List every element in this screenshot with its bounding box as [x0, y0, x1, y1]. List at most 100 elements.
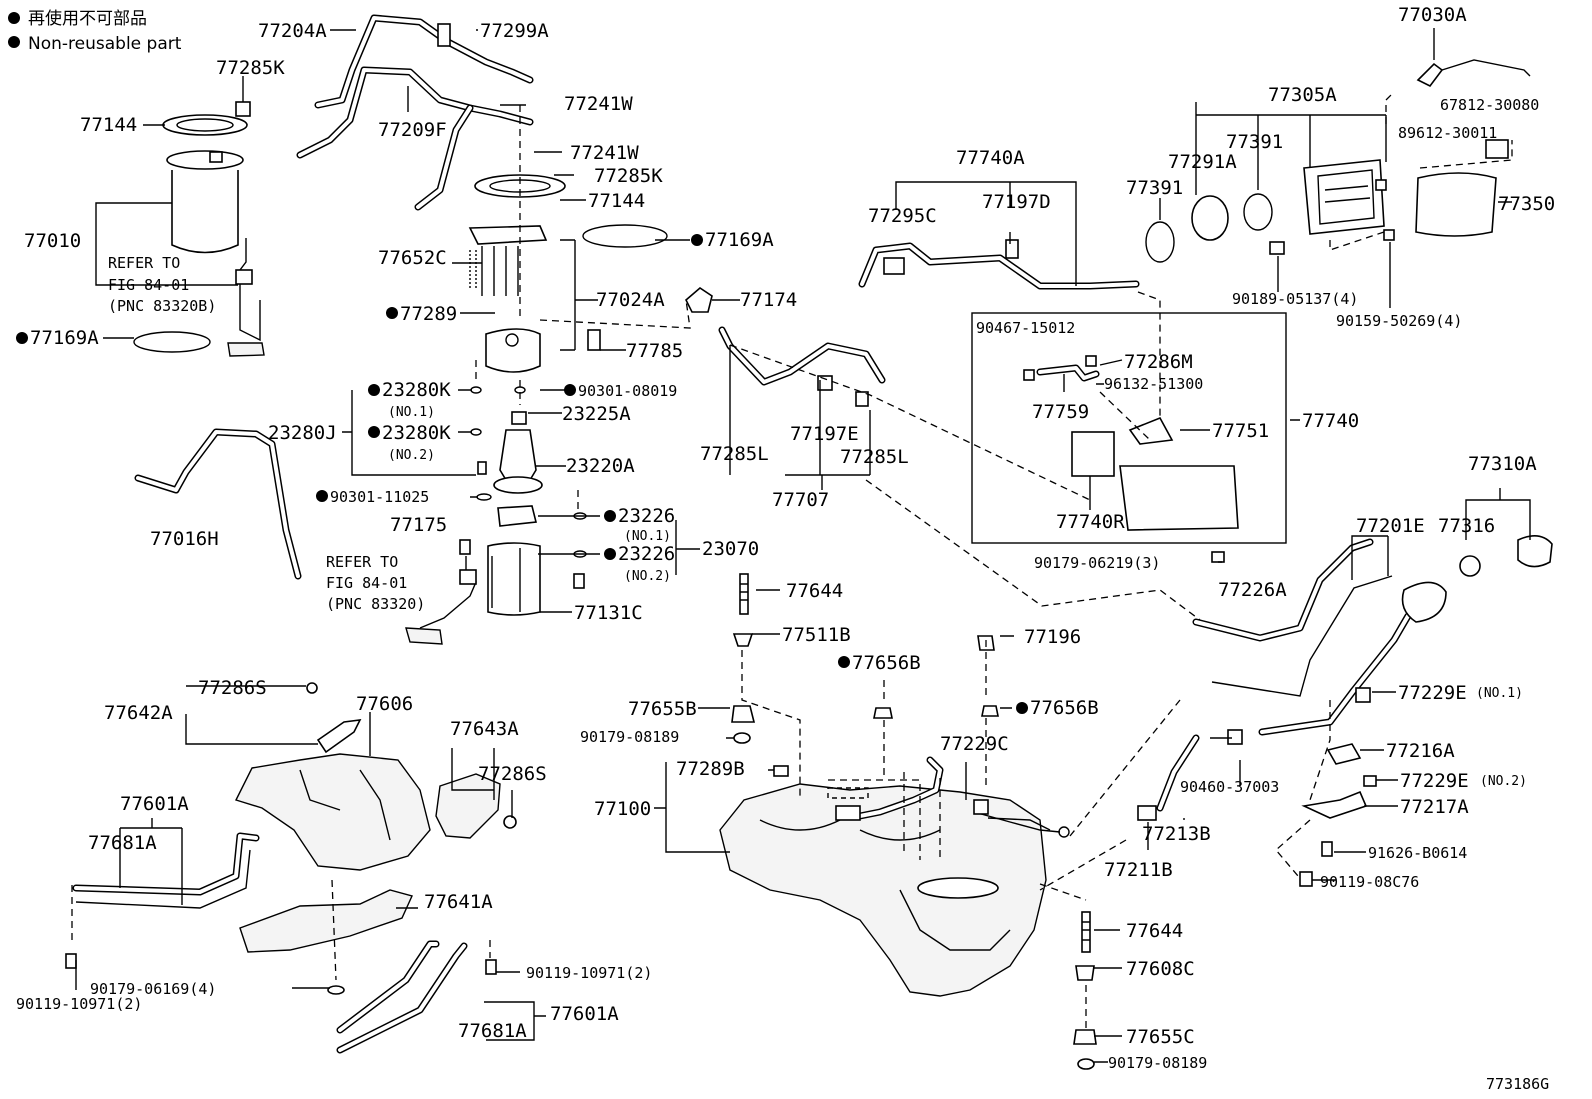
bracket-77217a-drawing [1301, 790, 1368, 819]
part-label-77606: 77606 [356, 693, 413, 715]
legend-en: Non-reusable part [28, 34, 182, 54]
evap-canister-group [718, 181, 1300, 621]
part-77175-drawing [497, 505, 537, 527]
sender-top-drawing [166, 150, 244, 170]
part-label-90119-10971: 90119-10971(2) [16, 995, 142, 1013]
fuel-tank-drawing [719, 783, 1047, 997]
tank-port-drawing [917, 877, 999, 899]
part-label-77204a: 77204A [258, 20, 327, 42]
part-note-no1-2: (NO.1) [624, 529, 671, 544]
non-reusable-dot-icon [838, 656, 850, 668]
part-label-77197e: 77197E [790, 423, 859, 445]
filler-lid-group [1145, 28, 1531, 308]
refer-note-2-line2: FIG 84-01 [326, 574, 407, 592]
part-label-77759: 77759 [1032, 401, 1089, 423]
refer-note-1-line3: (PNC 83320B) [108, 297, 216, 315]
part-labels: 77204A 77299A 77285K 77144 77209F 77241W… [16, 4, 1555, 1093]
heat-shield-77606-drawing [235, 753, 431, 871]
part-label-77226a: 77226A [1218, 579, 1287, 601]
part-label-77211b: 77211B [1104, 859, 1173, 881]
part-label-77295c: 77295C [868, 205, 937, 227]
refer-note-1-line2: FIG 84-01 [108, 276, 189, 294]
lid-ring-drawing [162, 114, 248, 136]
part-label-90119-10971-2: 90119-10971(2) [526, 964, 652, 982]
shields-straps-group [65, 682, 546, 1054]
part-label-77016h: 77016H [150, 528, 219, 550]
pump-motor-drawing [499, 429, 537, 481]
part-label-77285l-2: 77285L [840, 446, 909, 468]
fuel-cap-drawing [1517, 535, 1553, 568]
part-label-77707: 77707 [772, 489, 829, 511]
non-reusable-dot-icon [564, 384, 576, 396]
part-label-77169a: 77169A [705, 229, 774, 251]
part-label-77608c: 77608C [1126, 958, 1195, 980]
filler-pipe-group [1137, 488, 1553, 887]
part-label-77652c: 77652C [378, 247, 447, 269]
part-label-77286s: 77286S [198, 677, 267, 699]
part-label-77350: 77350 [1498, 193, 1555, 215]
canister-box [971, 312, 1287, 544]
gasket-77291a-drawing [1191, 195, 1229, 241]
legend: 再使用不可部品 Non-reusable part [8, 8, 182, 54]
o-ring-drawing [133, 331, 211, 353]
non-reusable-dot-icon [8, 12, 20, 24]
part-label-90179-06169: 90179-06169(4) [90, 980, 216, 998]
non-reusable-dot-icon [1016, 702, 1028, 714]
part-label-77217a: 77217A [1400, 796, 1469, 818]
part-label-90460-37003: 90460-37003 [1180, 778, 1279, 796]
part-label-23226-2: 23226 [618, 543, 675, 565]
part-label-90119-08c76: 90119-08C76 [1320, 873, 1419, 891]
part-label-77175: 77175 [390, 514, 447, 536]
part-label-89612-30011: 89612-30011 [1398, 124, 1497, 142]
part-label-77285l: 77285L [700, 443, 769, 465]
part-label-77229e-2: 77229E [1400, 770, 1469, 792]
part-label-77601a-2: 77601A [550, 1003, 619, 1025]
part-label-90179-08189-2: 90179-08189 [1108, 1054, 1207, 1072]
part-label-77601a: 77601A [120, 793, 189, 815]
part-label-77169a-2: 77169A [30, 327, 99, 349]
part-label-23280k-2: 23280K [382, 422, 451, 444]
part-label-23220a: 23220A [566, 455, 635, 477]
part-label-77216a: 77216A [1386, 740, 1455, 762]
part-label-77286m: 77286M [1124, 351, 1193, 373]
part-label-77641a: 77641A [424, 891, 493, 913]
pump-flange-drawing [468, 225, 548, 245]
figure-id: 773186G [1486, 1075, 1549, 1093]
part-label-77643a: 77643A [450, 718, 519, 740]
part-label-77740r: 77740R [1056, 511, 1125, 533]
part-label-77010: 77010 [24, 230, 81, 252]
part-label-77201e: 77201E [1356, 515, 1425, 537]
part-label-77299a: 77299A [480, 20, 549, 42]
lid-opener-drawing [1416, 62, 1444, 88]
pump-cup-drawing [487, 542, 541, 616]
part-label-77291a: 77291A [1168, 151, 1237, 173]
non-reusable-dot-icon [16, 332, 28, 344]
part-label-77681a: 77681A [88, 832, 157, 854]
part-label-77241w-2: 77241W [570, 142, 639, 164]
part-label-77213b: 77213B [1142, 823, 1211, 845]
part-label-77197d: 77197D [982, 191, 1051, 213]
part-note-no2-2: (NO.2) [624, 569, 671, 584]
part-label-67812-30080: 67812-30080 [1440, 96, 1539, 114]
part-label-77681a-2: 77681A [458, 1020, 527, 1042]
part-label-77740: 77740 [1302, 410, 1359, 432]
sender-arm-drawing [239, 238, 261, 342]
part-label-90159-50269: 90159-50269(4) [1336, 312, 1462, 330]
part-label-77229c: 77229C [940, 733, 1009, 755]
legend-jp: 再使用不可部品 [28, 8, 147, 29]
part-label-77310a: 77310A [1468, 453, 1537, 475]
ring-77391-drawing [1243, 193, 1273, 231]
fuel-lid-drawing [1415, 172, 1497, 237]
part-label-91626-b0614: 91626-B0614 [1368, 844, 1467, 862]
refer-note-2-line1: REFER TO [326, 553, 398, 571]
part-label-77144-2: 77144 [588, 190, 645, 212]
clamp-77299a-drawing [437, 23, 451, 47]
part-label-77644: 77644 [786, 580, 843, 602]
canister-body-drawing [1119, 465, 1239, 531]
part-label-77285k: 77285K [216, 57, 285, 79]
part-note-no1: (NO.1) [388, 405, 435, 420]
clip-drawing [235, 101, 251, 117]
part-label-77174: 77174 [740, 289, 797, 311]
part-label-77642a: 77642A [104, 702, 173, 724]
